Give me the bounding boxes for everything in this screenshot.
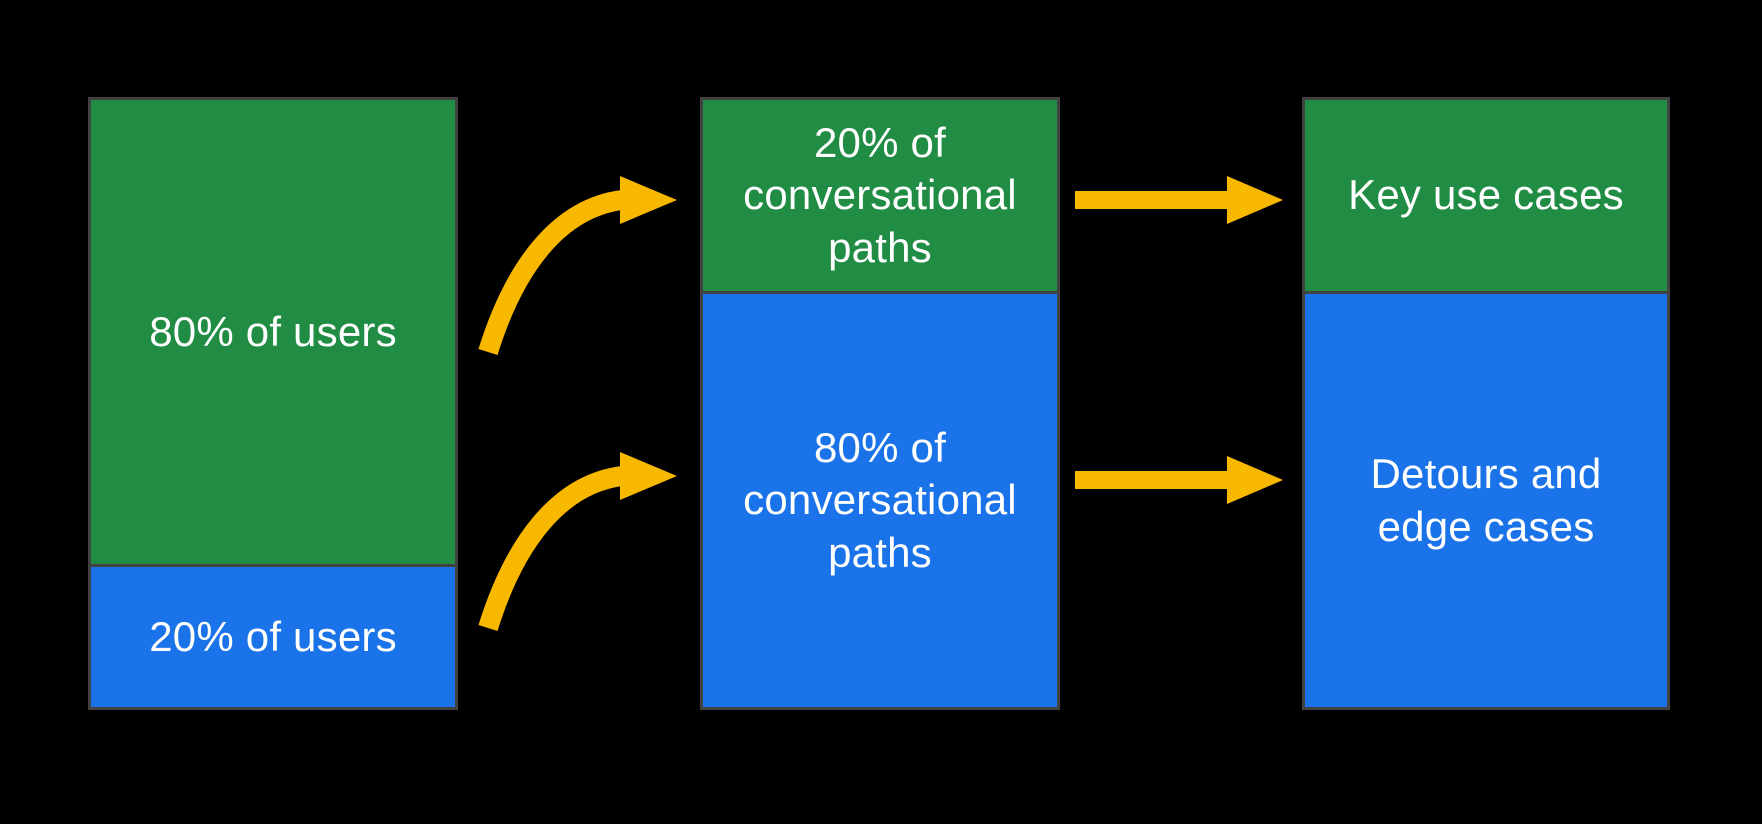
segment-key-use-cases: Key use cases: [1305, 100, 1667, 292]
segment-label: 20% of users: [149, 612, 397, 660]
segment-label: 80% of users: [149, 307, 397, 355]
straight-arrow-icon: [1075, 456, 1283, 504]
segment-label: Key use cases: [1348, 171, 1624, 219]
segment-20-percent-users: 20% of users: [91, 564, 455, 707]
column-conversational-paths: 20% of conversational paths 80% of conve…: [700, 97, 1060, 710]
curved-arrow-icon: [478, 176, 677, 355]
segment-label: Detours and edge cases: [1370, 450, 1602, 550]
curved-arrow-icon: [478, 452, 677, 631]
segment-label: 20% of conversational paths: [743, 118, 1017, 271]
straight-arrow-icon: [1075, 176, 1283, 224]
column-outcomes: Key use cases Detours and edge cases: [1302, 97, 1670, 710]
segment-detours-edge-cases: Detours and edge cases: [1305, 291, 1667, 707]
segment-80-percent-paths: 80% of conversational paths: [703, 291, 1057, 707]
segment-label: 80% of conversational paths: [743, 423, 1017, 576]
segment-80-percent-users: 80% of users: [91, 100, 455, 565]
segment-20-percent-paths: 20% of conversational paths: [703, 100, 1057, 292]
column-users: 80% of users 20% of users: [88, 97, 458, 710]
